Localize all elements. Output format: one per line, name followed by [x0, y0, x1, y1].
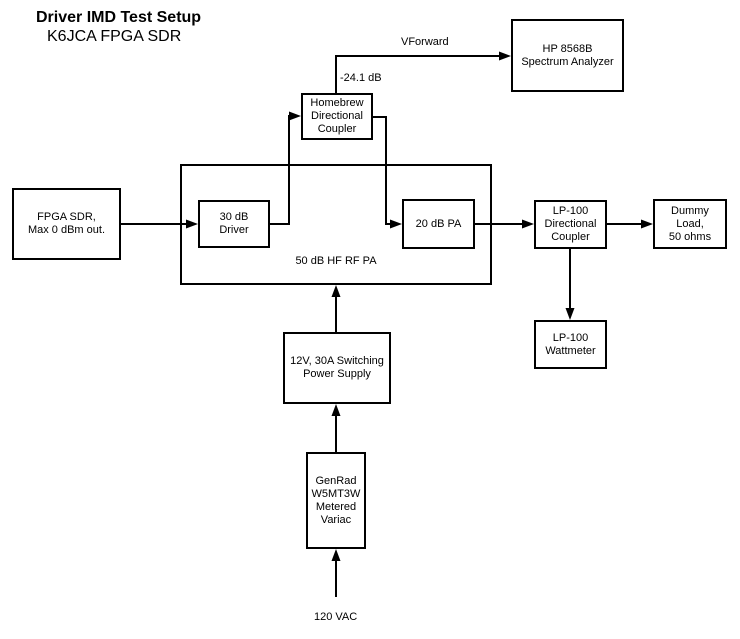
- coupler-attenuation-label: -24.1 dB: [340, 72, 382, 84]
- node-20db-pa-label: 20 dB PA: [415, 217, 462, 230]
- node-lp100-wattmeter-label: LP-100 Wattmeter: [545, 331, 596, 357]
- node-homebrew-directional-coupler-label: Homebrew Directional Coupler: [310, 97, 364, 135]
- node-spectrum-analyzer-label: HP 8568B Spectrum Analyzer: [521, 42, 614, 68]
- arrowhead-up: [331, 285, 341, 297]
- node-fpga-sdr-label: FPGA SDR, Max 0 dBm out.: [27, 211, 106, 236]
- node-dummy-load-label: Dummy Load, 50 ohms: [668, 204, 712, 243]
- arrowhead-down: [565, 308, 575, 320]
- node-dummy-load: Dummy Load, 50 ohms: [653, 199, 727, 249]
- arrowhead-right: [522, 219, 534, 229]
- connector-power-supply-to-pa-container: [331, 285, 341, 332]
- arrowhead-right: [289, 111, 301, 121]
- connector-mains-to-variac: [331, 549, 341, 597]
- node-homebrew-directional-coupler: Homebrew Directional Coupler: [301, 93, 373, 140]
- node-lp100-wattmeter: LP-100 Wattmeter: [534, 320, 607, 369]
- diagram-title: Driver IMD Test Setup: [36, 9, 202, 26]
- node-spectrum-analyzer: HP 8568B Spectrum Analyzer: [511, 19, 624, 92]
- diagram-subtitle: K6JCA FPGA SDR: [47, 28, 182, 45]
- node-lp100-directional-coupler-label: LP-100 Directional Coupler: [544, 205, 597, 243]
- node-lp100-directional-coupler: LP-100 Directional Coupler: [534, 200, 607, 249]
- mains-input-label: 120 VAC: [314, 611, 358, 623]
- vforward-label: VForward: [401, 36, 449, 48]
- connector-lp100-coupler-to-dummy-load: [607, 219, 653, 229]
- arrowhead-up: [331, 549, 341, 561]
- arrowhead-right: [499, 51, 511, 61]
- node-30db-driver-label: 30 dB Driver: [219, 211, 249, 236]
- node-20db-pa: 20 dB PA: [402, 199, 475, 249]
- connector-lp100-coupler-to-wattmeter: [565, 249, 575, 320]
- node-power-supply: 12V, 30A Switching Power Supply: [283, 332, 391, 404]
- node-variac: GenRad W5MT3W Metered Variac: [306, 452, 366, 549]
- node-power-supply-label: 12V, 30A Switching Power Supply: [290, 355, 384, 380]
- node-variac-label: GenRad W5MT3W Metered Variac: [311, 474, 361, 526]
- connector-variac-to-power-supply: [331, 404, 341, 452]
- node-fpga-sdr: FPGA SDR, Max 0 dBm out.: [12, 188, 121, 260]
- node-30db-driver: 30 dB Driver: [198, 200, 270, 248]
- arrowhead-right: [641, 219, 653, 229]
- pa-container-label: 50 dB HF RF PA: [295, 255, 377, 267]
- arrowhead-up: [331, 404, 341, 416]
